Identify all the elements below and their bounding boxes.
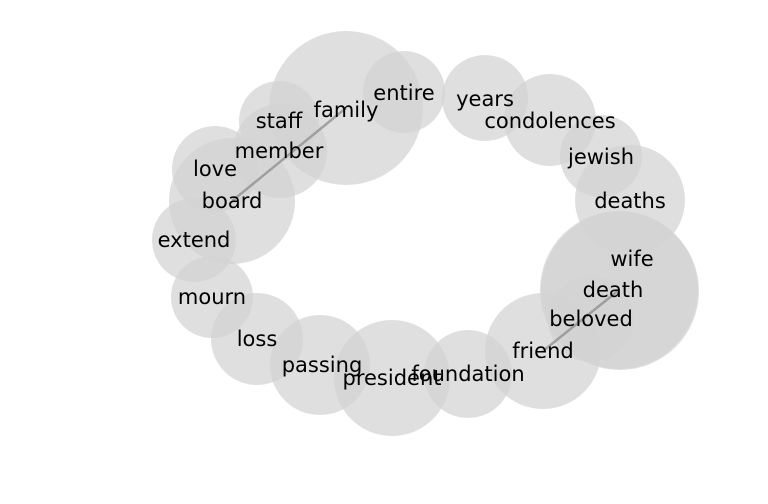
label-staff: staff	[256, 109, 303, 133]
label-beloved: beloved	[549, 307, 633, 331]
label-loss: loss	[237, 327, 278, 351]
label-years: years	[456, 87, 514, 111]
label-deaths: deaths	[594, 189, 666, 213]
label-entire: entire	[373, 81, 434, 105]
label-member: member	[235, 139, 324, 163]
edge-board-family	[231, 107, 347, 202]
label-mourn: mourn	[178, 285, 246, 309]
label-jewish: jewish	[567, 145, 634, 169]
label-board: board	[202, 189, 263, 213]
label-president: president	[343, 366, 442, 390]
edge-layer	[231, 107, 620, 352]
bubble-staff	[239, 81, 319, 161]
label-love: love	[193, 157, 237, 181]
label-friend: friend	[512, 339, 573, 363]
label-family: family	[314, 98, 379, 122]
bubble-entire	[363, 51, 445, 133]
label-condolences: condolences	[484, 109, 615, 133]
label-extend: extend	[158, 228, 231, 252]
edge-friend-wife	[542, 289, 620, 352]
label-death: death	[583, 278, 644, 302]
label-wife: wife	[610, 247, 653, 271]
label-passing: passing	[282, 353, 363, 377]
label-foundation: foundation	[411, 362, 524, 386]
